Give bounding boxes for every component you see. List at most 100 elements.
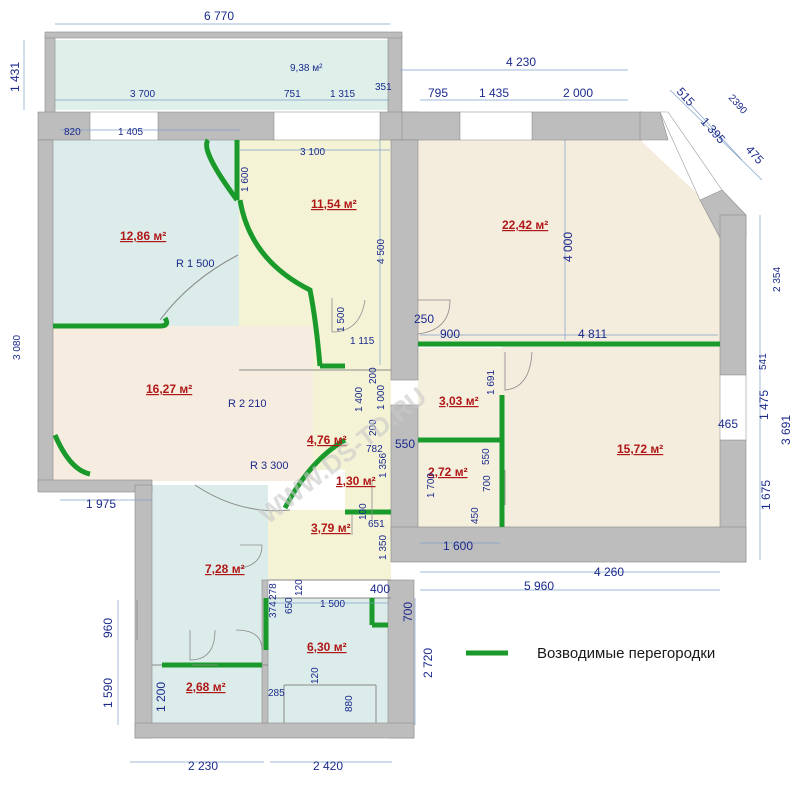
room-area-label: 3,79 м² bbox=[311, 521, 351, 535]
dimension-label: 2 420 bbox=[313, 759, 343, 773]
dimension-label: 4 811 bbox=[578, 327, 607, 341]
dimension-label: 650 bbox=[284, 597, 295, 614]
room-area-label: 4,76 м² bbox=[307, 433, 347, 447]
dimension-label: 120 bbox=[310, 667, 321, 684]
dimension-label: 4 260 bbox=[594, 565, 624, 579]
dimension-label: 100 bbox=[358, 503, 369, 520]
dimension-label: 5 960 bbox=[524, 579, 554, 593]
new-partitions bbox=[52, 138, 720, 668]
dimension-label: 1 315 bbox=[330, 89, 355, 100]
windows bbox=[89, 111, 747, 441]
dimension-label: 2390 bbox=[726, 93, 749, 117]
room-3-03-floor bbox=[418, 348, 502, 440]
dimension-label: 3 700 bbox=[130, 89, 155, 100]
dimension-label: 1 000 bbox=[376, 385, 387, 410]
room-area-label: 22,42 м² bbox=[502, 218, 548, 232]
room-area-label: 7,28 м² bbox=[205, 562, 245, 576]
dimension-label: 2 230 bbox=[188, 759, 218, 773]
dimension-lines bbox=[23, 23, 763, 763]
dimension-label: 200 bbox=[368, 367, 379, 384]
dimension-label: 550 bbox=[481, 448, 492, 465]
legend-label: Возводимые перегородки bbox=[537, 645, 715, 662]
dimension-label: 278 bbox=[268, 583, 279, 600]
room-area-label: 15,72 м² bbox=[617, 442, 663, 456]
room-6-30-floor bbox=[268, 598, 388, 723]
dimension-label: 1 400 bbox=[354, 387, 365, 412]
dimension-label: 120 bbox=[294, 579, 305, 596]
dimension-label: 651 bbox=[368, 519, 385, 530]
dimension-label: 900 bbox=[440, 327, 460, 341]
room-7-28-floor bbox=[152, 485, 268, 665]
room-area-label: 2,72 м² bbox=[428, 465, 468, 479]
dimension-label: 820 bbox=[64, 127, 81, 138]
dimension-label: 1 500 bbox=[336, 307, 347, 332]
arc-outlines bbox=[159, 254, 291, 512]
dimension-label: 400 bbox=[370, 582, 390, 596]
room-16-27-floor bbox=[53, 326, 313, 481]
dimension-label: 3 100 bbox=[300, 147, 325, 158]
dimension-label: 1 691 bbox=[486, 370, 497, 395]
room-3-79-floor bbox=[268, 510, 391, 580]
dimension-label: 1 405 bbox=[118, 127, 143, 138]
dimension-label: 4 000 bbox=[561, 232, 575, 262]
balcony-area: 9,38 м² bbox=[290, 63, 323, 74]
dimension-label: 1 590 bbox=[101, 678, 115, 708]
room-area-label: 16,27 м² bbox=[146, 382, 192, 396]
room-area-label: 3,03 м² bbox=[439, 394, 479, 408]
room-area-label: 11,54 м² bbox=[311, 197, 357, 211]
dimension-label: 1 395 bbox=[698, 115, 729, 147]
dimension-label: 700 bbox=[482, 475, 493, 492]
room-15-72-floor bbox=[502, 342, 720, 527]
dimension-label: 1 600 bbox=[240, 167, 251, 192]
dimension-label: 1 115 bbox=[350, 336, 375, 347]
dimension-label: 374 bbox=[268, 601, 279, 618]
dimension-label: 541 bbox=[758, 353, 769, 370]
dimension-label: 465 bbox=[718, 417, 738, 431]
dimension-label: 1 700 bbox=[426, 473, 437, 498]
dimension-label: 751 bbox=[284, 89, 301, 100]
dimension-label: 200 bbox=[368, 419, 379, 436]
dimension-label: 1 475 bbox=[757, 390, 771, 420]
legend: Возводимые перегородки bbox=[466, 645, 715, 662]
dimension-label: 960 bbox=[101, 618, 115, 638]
dimension-label: 1 975 bbox=[86, 497, 116, 511]
room-2-68-floor bbox=[152, 665, 268, 723]
room-area-label: 2,68 м² bbox=[186, 680, 226, 694]
radius-label: R 3 300 bbox=[250, 460, 289, 472]
dimension-label: 1 435 bbox=[479, 86, 509, 100]
room-12-86-floor bbox=[53, 140, 239, 326]
dimension-label: 6 770 bbox=[204, 9, 234, 23]
room-2-72-floor bbox=[418, 440, 502, 527]
dimension-label: 250 bbox=[414, 312, 434, 326]
room-area-label: 6,30 м² bbox=[307, 640, 347, 654]
dimension-label: 880 bbox=[344, 695, 355, 712]
dimension-label: 351 bbox=[375, 82, 392, 93]
dimension-label: 1 200 bbox=[154, 682, 168, 712]
dimension-label: 795 bbox=[428, 86, 448, 100]
dimension-label: 1 350 bbox=[378, 535, 389, 560]
dimension-label: 1 431 bbox=[8, 62, 22, 92]
dimension-label: 2 000 bbox=[563, 86, 593, 100]
room-1-30-floor bbox=[345, 470, 391, 510]
dimension-label: 3 080 bbox=[12, 335, 23, 360]
dimension-label: 700 bbox=[401, 602, 415, 622]
walls bbox=[37, 31, 747, 739]
room-22-42-floor bbox=[418, 140, 720, 342]
dimension-label: 515 bbox=[674, 85, 698, 109]
dimension-label: 1 675 bbox=[759, 480, 773, 510]
dimension-label: 1 356 bbox=[378, 453, 389, 478]
dimension-label: 1 600 bbox=[443, 539, 473, 553]
doors bbox=[136, 298, 533, 666]
dimension-label: 4 500 bbox=[376, 239, 387, 264]
dimension-label: 1 500 bbox=[320, 599, 345, 610]
dimension-label: 3 691 bbox=[779, 415, 793, 445]
balcony-floor bbox=[54, 40, 390, 110]
dimension-label: 4 230 bbox=[506, 55, 536, 69]
dimension-label: 782 bbox=[366, 444, 383, 455]
radius-label: R 2 210 bbox=[228, 398, 267, 410]
dimension-label: 2 720 bbox=[421, 648, 435, 678]
room-area-label: 1,30 м² bbox=[336, 474, 376, 488]
room-area-label: 12,86 м² bbox=[120, 229, 166, 243]
dimension-label: 450 bbox=[470, 507, 481, 524]
